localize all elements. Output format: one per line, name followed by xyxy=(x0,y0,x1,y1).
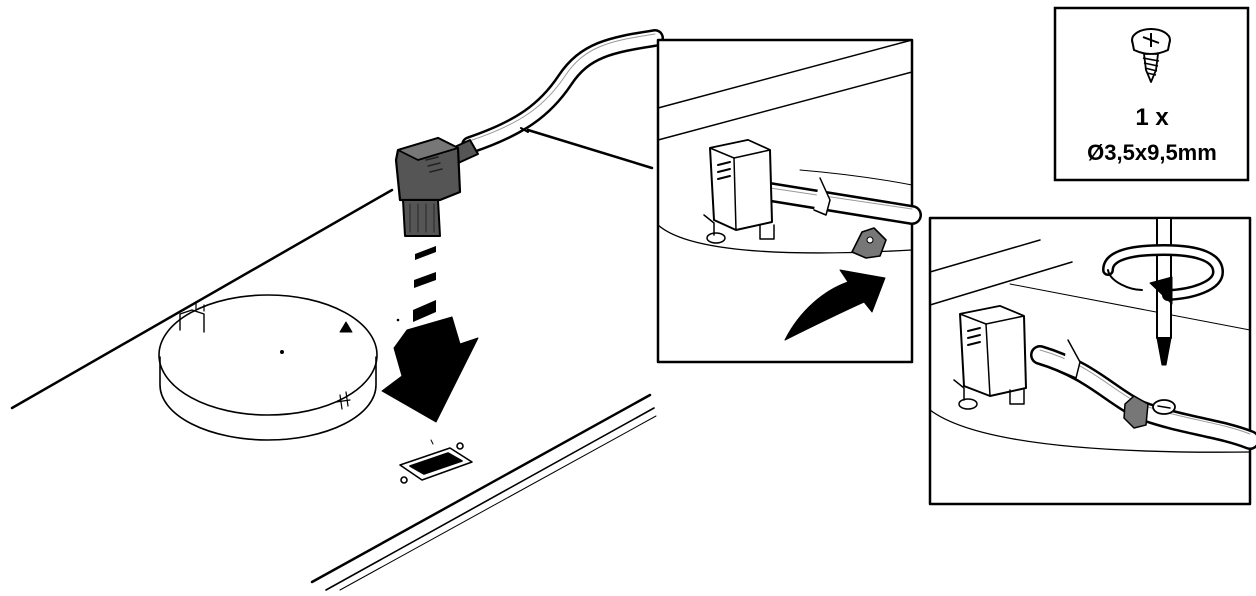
screw-quantity: 1 x xyxy=(1135,104,1169,131)
main-scene xyxy=(10,29,664,591)
down-arrow-icon xyxy=(381,316,479,423)
panel-front-edge-inner xyxy=(325,407,655,591)
panel-front-edge-outer xyxy=(310,393,652,584)
screw-size: Ø3,5x9,5mm xyxy=(1087,140,1217,165)
detail-screw-panel xyxy=(928,216,1256,506)
panel-right-edge xyxy=(526,128,654,170)
panel-back-edge xyxy=(10,188,394,410)
screw-spec-box: 1 x Ø3,5x9,5mm xyxy=(1053,6,1250,182)
screw-icon xyxy=(1131,28,1171,83)
curved-arrow-icon xyxy=(784,269,886,341)
clockwise-rotation-icon xyxy=(1102,244,1224,305)
panel-front-edge-lip xyxy=(339,415,657,591)
connector-plug xyxy=(394,136,479,237)
socket-slot xyxy=(399,439,473,484)
detail-clip-panel xyxy=(656,38,922,364)
duct-collar xyxy=(158,294,378,441)
motion-dashes xyxy=(413,246,436,322)
power-cable xyxy=(461,29,664,154)
